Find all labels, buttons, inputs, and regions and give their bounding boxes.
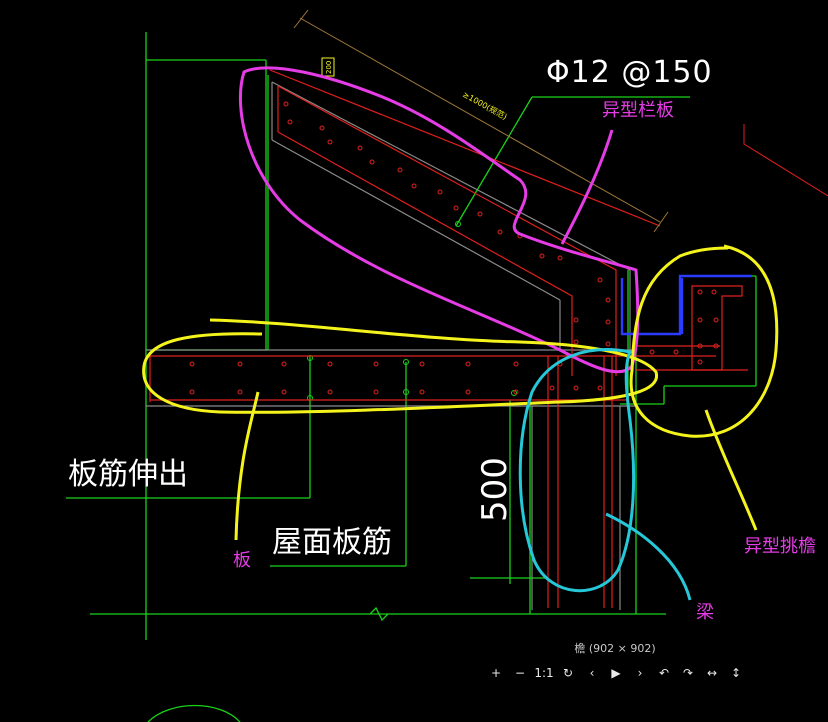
beam-annotation-label: 梁 (696, 602, 714, 623)
slope-dimension-text: ≥1000(规范) (461, 89, 509, 122)
actual-size-button[interactable]: 1:1 (534, 666, 554, 680)
beam-annotation-leader (605, 512, 692, 601)
viewer-toolbar: +−1:1 ↻ ‹ ▶ › ↶ ↷ ↔ ↕ (484, 662, 748, 684)
zoom-out-button[interactable]: − (514, 666, 526, 680)
concrete-outline (146, 81, 636, 610)
eave-highlight-loop (629, 244, 779, 438)
parapet-annotation-label: 异型栏板 (602, 100, 674, 121)
play-button[interactable]: ▶ (611, 666, 621, 680)
construction-nodes (307, 221, 517, 401)
flip-vertical-button[interactable]: ↕ (730, 666, 742, 680)
slab-extension-label: 板筋伸出 (68, 457, 188, 492)
rebar-spec-label: Φ12 @150 (546, 55, 713, 90)
reset-button[interactable]: ↻ (562, 666, 574, 680)
dim-tag-text: 200 (325, 61, 333, 74)
slab-highlight-loop (142, 318, 659, 414)
rotate-left-button[interactable]: ↶ (658, 666, 670, 680)
eave-annotation-label: 异型挑檐 (744, 536, 816, 557)
zoom-in-button[interactable]: + (490, 666, 502, 680)
slab-annotation-leader (234, 391, 260, 541)
slope-dimension (293, 9, 669, 233)
parapet-highlight-loop (238, 66, 640, 374)
next-button[interactable]: › (637, 666, 643, 680)
roof-rebar-label: 屋面板筋 (272, 525, 392, 560)
eave-annotation-leader (704, 409, 758, 531)
dimension-500: 500 (475, 457, 515, 522)
beam-highlight-loop (518, 348, 636, 593)
waterproof-profile (620, 274, 752, 336)
previous-button[interactable]: ‹ (589, 666, 595, 680)
partial-arc (147, 704, 241, 722)
dim-tag-box (321, 57, 335, 77)
reinforcement-bars (149, 69, 748, 608)
slab-annotation-label: 板 (233, 550, 251, 571)
parapet-annotation-leader (560, 129, 614, 245)
rotate-right-button[interactable]: ↷ (682, 666, 694, 680)
flip-horizontal-button[interactable]: ↔ (706, 666, 718, 680)
rebar-dots (189, 101, 719, 395)
offset-line (743, 124, 828, 197)
image-caption: 檐 (902 × 902) (574, 642, 656, 655)
